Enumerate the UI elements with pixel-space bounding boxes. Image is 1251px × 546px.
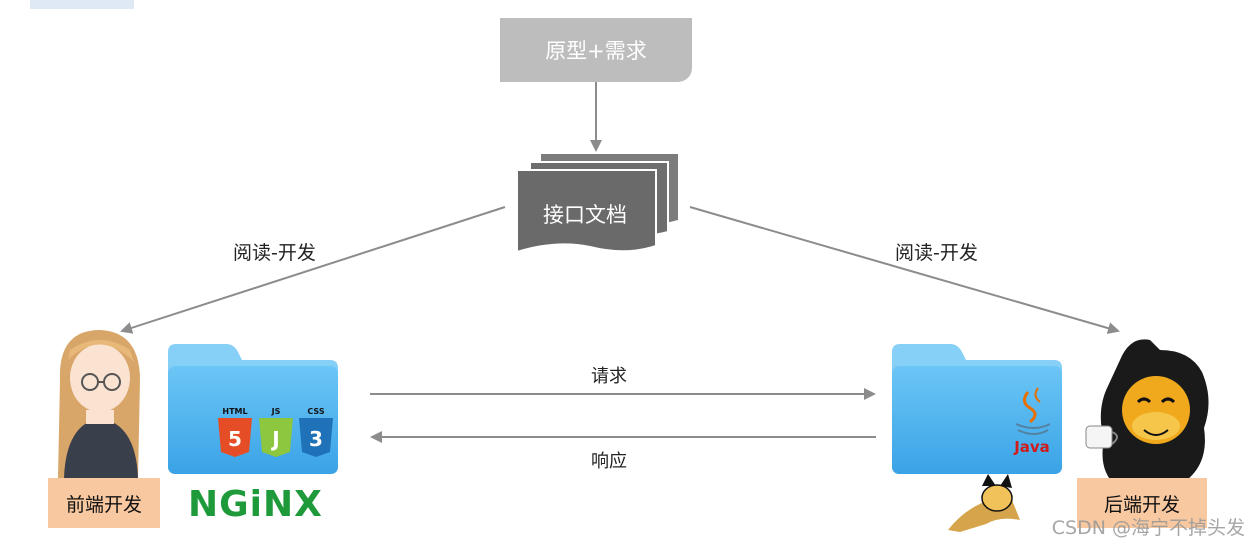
svg-text:5: 5 (228, 427, 242, 451)
frontend-avatar (58, 330, 140, 478)
tomcat-icon (948, 474, 1020, 532)
read-dev-left-label: 阅读-开发 (233, 242, 316, 264)
frontend-dev-label: 前端开发 (65, 493, 142, 516)
backend-dev-tag: 后端开发 (1077, 478, 1207, 528)
backend-monkey-avatar (1085, 339, 1209, 486)
frontend-folder (168, 344, 338, 474)
backend-folder (892, 344, 1062, 474)
request-label: 请求 (591, 366, 627, 387)
prototype-requirements-box: 原型+需求 (500, 18, 692, 82)
read-dev-right-label: 阅读-开发 (895, 242, 978, 264)
js-icon: J (259, 418, 293, 457)
corner-tab (30, 0, 134, 9)
html5-icon: 5 (218, 418, 252, 457)
api-doc-stack (516, 154, 678, 254)
svg-text:3: 3 (309, 427, 323, 451)
arrow-doc-to-frontend (120, 206, 506, 334)
java-logo-label: Java (1013, 438, 1050, 456)
java-icon (1015, 387, 1051, 435)
html-logo-label: HTML (222, 407, 247, 416)
css-logo-label: CSS (307, 407, 324, 416)
backend-dev-label: 后端开发 (1103, 493, 1180, 516)
api-doc-label: 接口文档 (543, 203, 627, 227)
csdn-watermark: CSDN @海宁不掉头发 (1051, 517, 1245, 539)
frontend-dev-tag: 前端开发 (48, 478, 160, 528)
response-label: 响应 (591, 451, 627, 472)
js-logo-label: JS (271, 407, 281, 416)
prototype-label: 原型+需求 (545, 39, 647, 63)
svg-text:J: J (270, 427, 279, 451)
nginx-logo: NGiNX (188, 484, 323, 525)
css3-icon: 3 (299, 418, 333, 457)
arrow-doc-to-backend (689, 206, 1120, 334)
